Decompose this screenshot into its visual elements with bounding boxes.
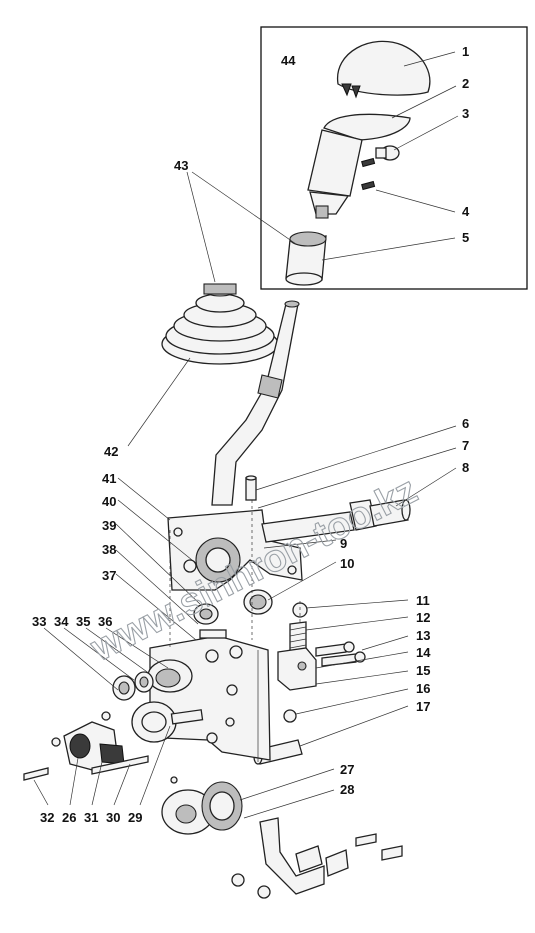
bushing <box>285 231 327 286</box>
callout-6: 6 <box>462 416 469 431</box>
lower-bracket <box>259 817 349 895</box>
seal-ring-left <box>193 603 219 625</box>
bearing-cover <box>131 659 204 743</box>
gear-segment <box>195 537 241 583</box>
gear-lever <box>211 300 300 506</box>
callout-17: 17 <box>416 699 430 714</box>
callout-8: 8 <box>462 460 469 475</box>
rubber-boot <box>161 283 279 365</box>
callout-4: 4 <box>462 204 470 219</box>
callout-42: 42 <box>104 444 118 459</box>
callout-1: 1 <box>462 44 469 59</box>
bolts-13 <box>315 641 366 667</box>
callout-32: 32 <box>40 810 54 825</box>
knob-cap <box>337 40 431 99</box>
callout-35: 35 <box>76 614 90 629</box>
callout-36: 36 <box>98 614 112 629</box>
callout-12: 12 <box>416 610 430 625</box>
callout-14: 14 <box>416 645 431 660</box>
callout-38: 38 <box>102 542 116 557</box>
callout-labels: 1 2 3 4 5 6 7 8 9 10 11 12 13 14 15 16 1… <box>32 44 470 825</box>
callout-11: 11 <box>416 593 430 608</box>
callout-33: 33 <box>32 614 46 629</box>
nut-16 <box>283 709 297 723</box>
callout-3: 3 <box>462 106 469 121</box>
callout-26: 26 <box>62 810 76 825</box>
small-fasteners <box>231 833 403 899</box>
callout-39: 39 <box>102 518 116 533</box>
detent-block <box>277 647 317 691</box>
callout-37: 37 <box>102 568 116 583</box>
callout-30: 30 <box>106 810 120 825</box>
inset-frame <box>260 26 528 290</box>
knob-body <box>307 113 411 219</box>
callout-15: 15 <box>416 663 430 678</box>
callout-34: 34 <box>54 614 69 629</box>
callout-31: 31 <box>84 810 98 825</box>
callout-16: 16 <box>416 681 430 696</box>
callout-9: 9 <box>340 536 347 551</box>
callout-41: 41 <box>102 471 116 486</box>
selector-shaft <box>261 499 411 543</box>
bushing-set <box>112 671 154 701</box>
callout-28: 28 <box>340 782 354 797</box>
bolts-32-29 <box>23 755 149 781</box>
detent-spring <box>289 621 307 653</box>
callout-27: 27 <box>340 762 354 777</box>
inset-label: 44 <box>281 53 296 68</box>
callout-13: 13 <box>416 628 430 643</box>
gear-flange <box>161 776 243 835</box>
knob-small-parts <box>361 145 400 191</box>
callout-5: 5 <box>462 230 469 245</box>
callout-43: 43 <box>174 158 188 173</box>
callout-40: 40 <box>102 494 116 509</box>
leader-lines <box>33 51 459 819</box>
callout-10: 10 <box>340 556 354 571</box>
callout-29: 29 <box>128 810 142 825</box>
housing-plate <box>149 629 271 762</box>
seal-ring <box>243 589 273 615</box>
callout-7: 7 <box>462 438 469 453</box>
callout-2: 2 <box>462 76 469 91</box>
